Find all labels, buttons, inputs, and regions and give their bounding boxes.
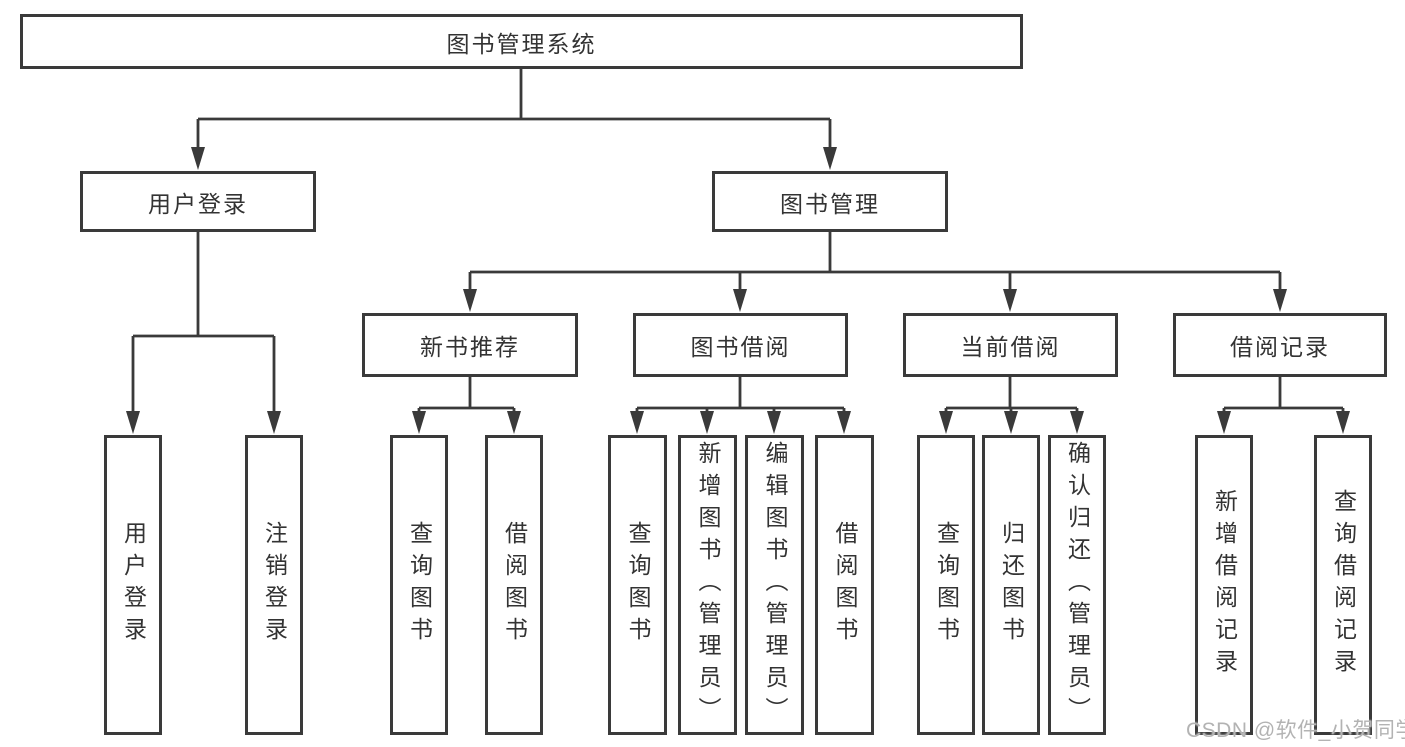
leaf-user-login: 用户登录	[104, 435, 162, 735]
node-label: 图书管理系统	[446, 30, 597, 57]
leaf-confirm-return-admin: 确认归还（管理员）	[1048, 435, 1106, 735]
leaf-label: 借阅图书	[501, 521, 528, 649]
leaf-query-books-current: 查询图书	[917, 435, 975, 735]
node-label: 图书管理	[780, 190, 880, 217]
leaf-label: 借阅图书	[832, 521, 858, 649]
node-current-borrowing: 当前借阅	[903, 313, 1118, 377]
node-library-management-system: 图书管理系统	[20, 14, 1023, 69]
node-new-book-recommendation: 新书推荐	[362, 313, 578, 377]
leaf-query-books-recommend: 查询图书	[390, 435, 448, 735]
leaf-add-books-admin: 新增图书（管理员）	[678, 435, 737, 735]
node-label: 用户登录	[148, 190, 248, 217]
arrowhead-icons	[126, 147, 1350, 434]
leaf-borrow-books-recommend: 借阅图书	[485, 435, 543, 735]
leaf-label: 新增图书（管理员）	[695, 441, 721, 729]
leaf-label: 编辑图书（管理员）	[762, 441, 788, 729]
leaf-label: 归还图书	[998, 521, 1025, 649]
leaf-label: 查询图书	[625, 521, 651, 649]
node-label: 当前借阅	[960, 334, 1061, 360]
leaf-add-borrow-record: 新增借阅记录	[1195, 435, 1253, 735]
leaf-label: 查询图书	[933, 521, 960, 649]
node-borrowing-records: 借阅记录	[1173, 313, 1387, 377]
leaf-label: 新增借阅记录	[1211, 489, 1238, 681]
leaf-borrow-books: 借阅图书	[815, 435, 874, 735]
leaf-logout-login: 注销登录	[245, 435, 303, 735]
leaf-edit-books-admin: 编辑图书（管理员）	[745, 435, 804, 735]
node-label: 新书推荐	[420, 334, 520, 360]
leaf-return-books: 归还图书	[982, 435, 1040, 735]
node-user-login: 用户登录	[80, 171, 316, 232]
leaf-label: 注销登录	[261, 521, 288, 649]
csdn-watermark: CSDN @软件_小贺同学	[1186, 719, 1405, 742]
node-label: 图书借阅	[690, 334, 791, 360]
node-label: 借阅记录	[1230, 334, 1330, 360]
node-book-management: 图书管理	[712, 171, 948, 232]
leaf-label: 用户登录	[120, 521, 147, 649]
leaf-label: 查询图书	[406, 521, 433, 649]
leaf-label: 确认归还（管理员）	[1064, 441, 1091, 729]
leaf-query-borrow-record: 查询借阅记录	[1314, 435, 1372, 735]
leaf-query-books-borrow: 查询图书	[608, 435, 667, 735]
leaf-label: 查询借阅记录	[1330, 489, 1357, 681]
node-book-borrowing: 图书借阅	[633, 313, 848, 377]
